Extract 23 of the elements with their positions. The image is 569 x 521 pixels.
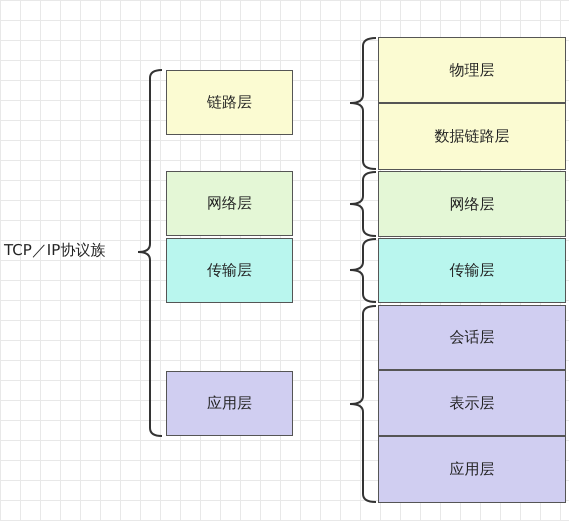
layer-label: 链路层 [207,93,252,112]
layer-label: 表示层 [450,394,494,412]
layer-box [166,171,293,236]
layer-label: 应用层 [450,460,494,479]
layer-box [166,371,293,436]
layer-box [378,436,566,503]
layer-box [378,171,566,237]
layer-label: 会话层 [450,328,494,347]
layer-label: 应用层 [207,394,252,413]
layer-label: 网络层 [207,194,252,213]
layer-box [166,238,293,303]
layer-label: 物理层 [450,60,494,80]
layer-box [378,103,566,170]
layer-label: 数据链路层 [434,127,510,146]
layer-box [378,305,566,370]
layer-label: 传输层 [450,261,494,280]
layer-box [378,37,566,103]
group-label: TCP／IP协议族 [4,241,106,260]
layer-box [378,238,566,303]
layer-label: 传输层 [207,261,252,280]
layer-box [378,370,566,436]
layer-label: 网络层 [450,194,494,214]
layer-box [166,70,293,135]
